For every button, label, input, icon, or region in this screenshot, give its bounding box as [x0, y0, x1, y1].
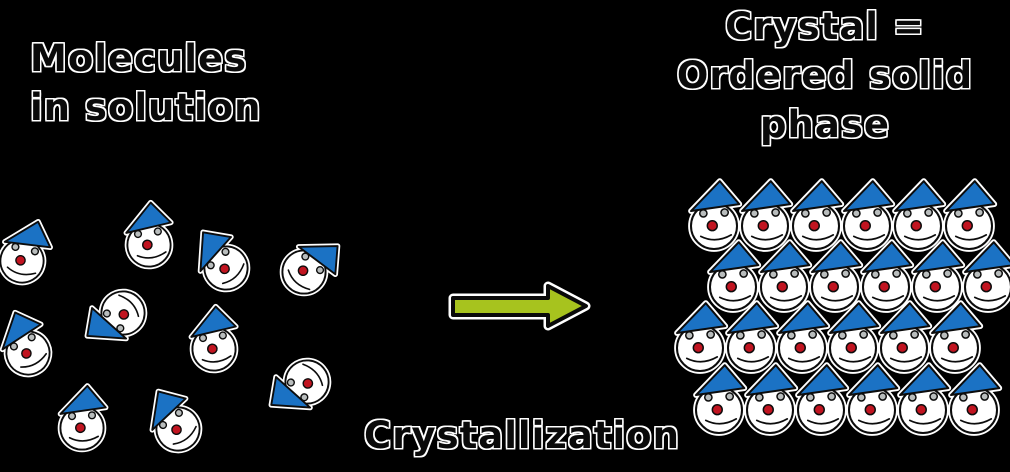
- crystal-molecule-icon: [812, 242, 860, 310]
- crystal-molecule-icon: [691, 181, 739, 249]
- crystal-title-line-3: phase: [760, 103, 890, 146]
- crystal-molecule-icon: [830, 303, 878, 371]
- crystal-molecule-icon: [710, 242, 758, 310]
- solution-title-line-2: in solution: [30, 86, 262, 129]
- crystal-molecule-icon: [900, 365, 948, 433]
- crystallization-label: Crystallization: [364, 414, 680, 457]
- solution-molecules-group: [0, 201, 351, 459]
- solution-molecule-icon: [75, 281, 153, 357]
- solution-molecule-icon: [182, 220, 258, 298]
- crystal-molecule-icon: [761, 242, 809, 310]
- crystal-molecule-icon: [881, 303, 929, 371]
- solution-title: Molecules in solution: [30, 34, 262, 132]
- crystal-molecule-icon: [951, 365, 999, 433]
- crystal-title-line-1: Crystal =: [725, 5, 925, 48]
- crystallization-arrow-icon: [448, 281, 591, 331]
- crystal-molecule-icon: [895, 181, 943, 249]
- crystal-title-line-2: Ordered solid: [676, 54, 974, 97]
- crystal-molecule-icon: [849, 365, 897, 433]
- crystal-molecule-icon: [798, 365, 846, 433]
- crystal-molecule-icon: [747, 365, 795, 433]
- crystal-molecule-icon: [863, 242, 911, 310]
- solution-molecule-icon: [136, 381, 210, 459]
- solution-molecule-icon: [60, 386, 105, 450]
- crystal-molecule-icon: [932, 303, 980, 371]
- crystal-molecule-icon: [844, 181, 892, 249]
- solution-molecule-icon: [189, 305, 240, 372]
- solution-title-line-1: Molecules: [30, 37, 248, 80]
- crystal-lattice-group: [677, 181, 1010, 433]
- solution-molecule-icon: [124, 201, 175, 268]
- crystal-title: Crystal = Ordered solid phase: [635, 2, 1010, 149]
- crystal-molecule-icon: [965, 242, 1010, 310]
- crystal-molecule-icon: [742, 181, 790, 249]
- crystal-molecule-icon: [914, 242, 962, 310]
- crystal-molecule-icon: [728, 303, 776, 371]
- solution-molecule-icon: [259, 350, 337, 426]
- solution-molecule-icon: [273, 227, 350, 304]
- solution-molecule-icon: [0, 215, 56, 288]
- crystal-molecule-icon: [696, 365, 744, 433]
- crystal-molecule-icon: [793, 181, 841, 249]
- crystal-molecule-icon: [946, 181, 994, 249]
- solution-molecule-icon: [0, 305, 59, 382]
- crystal-molecule-icon: [779, 303, 827, 371]
- crystal-molecule-icon: [677, 303, 725, 371]
